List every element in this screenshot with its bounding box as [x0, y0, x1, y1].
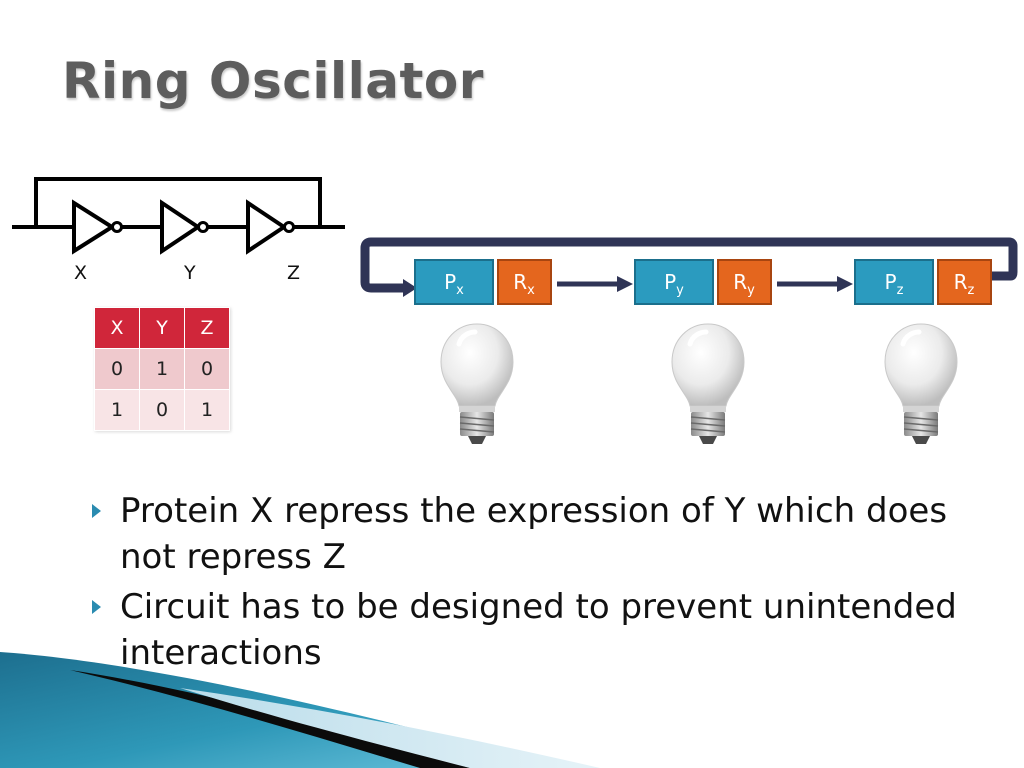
- table-row: 1 0 1: [94, 389, 230, 431]
- promoter-py-box: [634, 259, 714, 305]
- table-cell: 1: [184, 389, 230, 431]
- gene-unit-z: Pz Rz: [854, 259, 992, 305]
- promoter-pz-box: [854, 259, 934, 305]
- gate-label-z: Z: [287, 262, 301, 284]
- promoter-px-box: [414, 259, 494, 305]
- table-row: 0 1 0: [94, 348, 230, 390]
- gene-ry-box: [717, 259, 772, 305]
- promoter-px-label: Px: [444, 270, 464, 298]
- decorative-swoosh: [0, 652, 600, 768]
- genetic-circuit: Px Rx Py Ry Pz Rz: [360, 237, 1018, 452]
- gene-unit-x: Px Rx: [414, 259, 552, 305]
- gate-label-x: X: [74, 262, 88, 284]
- promoter-py-label: Py: [664, 270, 684, 298]
- feedback-loop-arrow: [360, 237, 1018, 293]
- inverter-ring-circuit: [12, 177, 345, 255]
- lightbulb-x-icon: [441, 324, 513, 444]
- promoter-pz-label: Pz: [885, 270, 904, 298]
- bullet-item: Protein X repress the expression of Y wh…: [92, 488, 972, 580]
- gene-rz-label: Rz: [954, 270, 975, 298]
- lightbulb-y-icon: [672, 324, 744, 444]
- table-cell: 0: [139, 389, 185, 431]
- bullet-text: Protein X repress the expression of Y wh…: [120, 491, 948, 577]
- table-cell: 0: [184, 348, 230, 390]
- gene-ry-label: Ry: [733, 270, 755, 298]
- gate-label-y: Y: [184, 262, 196, 284]
- truth-table: X Y Z 0 1 0 1 0 1: [94, 307, 230, 431]
- inverter-y: [160, 199, 209, 255]
- table-cell: 0: [94, 348, 140, 390]
- inverter-z: [246, 199, 295, 255]
- table-cell: 1: [94, 389, 140, 431]
- bullet-arrow-icon: [92, 504, 101, 518]
- gene-unit-y: Py Ry: [634, 259, 772, 305]
- header-y: Y: [139, 307, 185, 349]
- inverter-x: [72, 199, 123, 255]
- gene-rx-label: Rx: [513, 270, 535, 298]
- lightbulb-z-icon: [885, 324, 957, 444]
- truth-table-header: X Y Z: [94, 307, 230, 349]
- header-z: Z: [184, 307, 230, 349]
- bullet-item: Circuit has to be designed to prevent un…: [92, 584, 972, 676]
- gene-rz-box: [937, 259, 992, 305]
- bullet-text: Circuit has to be designed to prevent un…: [120, 587, 957, 673]
- gene-rx-box: [497, 259, 552, 305]
- bullet-arrow-icon: [92, 600, 101, 614]
- table-cell: 1: [139, 348, 185, 390]
- bullet-list: Protein X repress the expression of Y wh…: [92, 488, 972, 680]
- header-x: X: [94, 307, 140, 349]
- slide-title: Ring Oscillator: [62, 52, 484, 110]
